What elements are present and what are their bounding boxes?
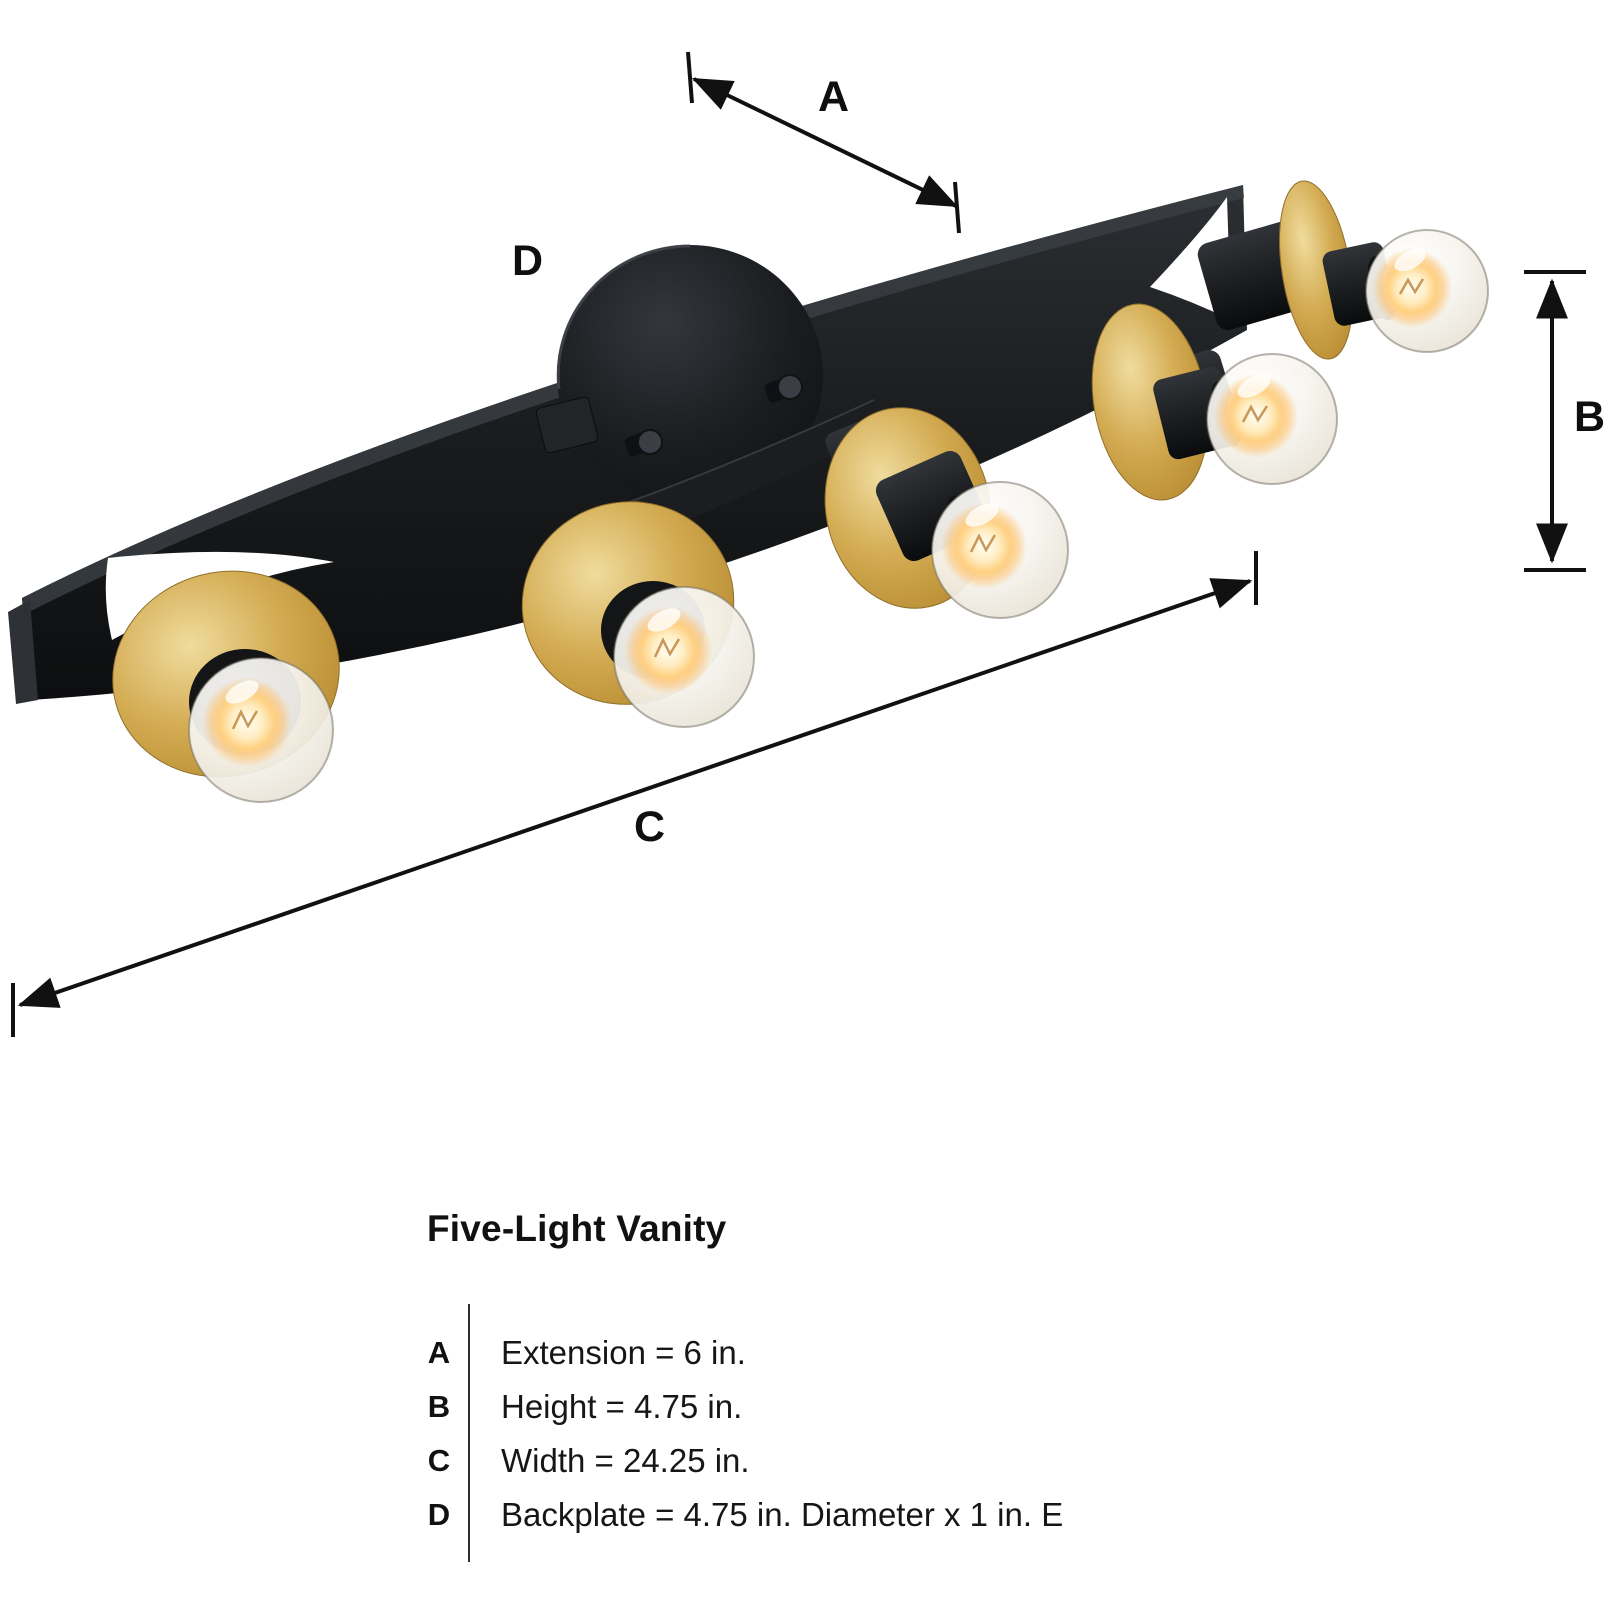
dimension-label-d: D bbox=[512, 237, 544, 285]
legend-row: B Height = 4.75 in. bbox=[417, 1380, 1063, 1434]
glass-highlight bbox=[965, 503, 999, 527]
dimension-arrow-b bbox=[1524, 270, 1586, 572]
dimension-label-a: A bbox=[818, 73, 850, 121]
backplate-rim-highlight bbox=[556, 244, 691, 390]
mounting-peg bbox=[764, 374, 803, 403]
legend-rows: A Extension = 6 in. B Height = 4.75 in. … bbox=[417, 1326, 1063, 1542]
legend-row-letter: D bbox=[427, 1497, 451, 1532]
legend-row-text: Extension = 6 in. bbox=[501, 1334, 746, 1371]
bulb-filament bbox=[1398, 277, 1425, 295]
dimension-label-b: B bbox=[1574, 393, 1606, 441]
dimension-label-c: C bbox=[634, 803, 666, 851]
legend-divider bbox=[468, 1304, 470, 1562]
bulb-filament bbox=[1241, 404, 1269, 423]
light-assembly-4 bbox=[1091, 303, 1338, 501]
legend-row-text: Height = 4.75 in. bbox=[501, 1388, 743, 1425]
backplate-disc bbox=[557, 245, 823, 505]
glass-highlight bbox=[1237, 374, 1271, 398]
legend-title: Five-Light Vanity bbox=[427, 1208, 727, 1249]
bulb-filament bbox=[969, 533, 997, 553]
frame-gap-left bbox=[105, 551, 334, 640]
tick bbox=[686, 51, 694, 104]
tick bbox=[953, 181, 961, 234]
dimension-arrow-a bbox=[686, 51, 961, 234]
legend-row-text: Backplate = 4.75 in. Diameter x 1 in. E bbox=[501, 1496, 1064, 1533]
legend-row: C Width = 24.25 in. bbox=[417, 1434, 1063, 1488]
legend-row: A Extension = 6 in. bbox=[417, 1326, 1063, 1380]
backplate-clamp bbox=[535, 396, 599, 454]
glass-highlight bbox=[1394, 248, 1426, 272]
legend: Five-Light Vanity A Extension = 6 in. B … bbox=[427, 1208, 1427, 1562]
dimension-arrow-c bbox=[11, 551, 1258, 1037]
legend-row-text: Width = 24.25 in. bbox=[501, 1442, 750, 1479]
light-assembly-5 bbox=[1197, 180, 1489, 360]
legend-row-letter: C bbox=[427, 1443, 451, 1478]
mounting-peg bbox=[624, 429, 663, 457]
legend-row-letter: A bbox=[427, 1335, 451, 1370]
legend-row: D Backplate = 4.75 in. Diameter x 1 in. … bbox=[417, 1488, 1063, 1542]
frame-top-highlight bbox=[22, 185, 1244, 614]
legend-row-letter: B bbox=[427, 1389, 451, 1424]
